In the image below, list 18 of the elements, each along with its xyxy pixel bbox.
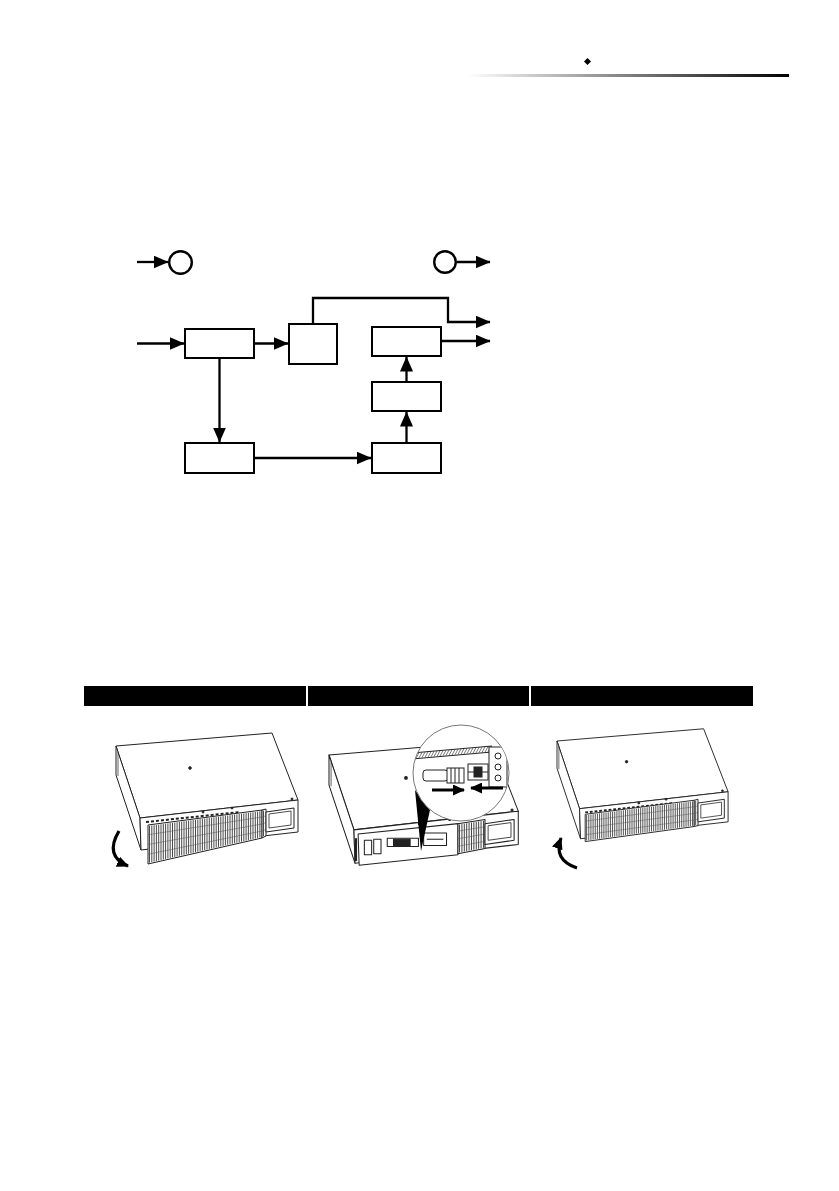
arrow (442, 334, 491, 348)
circle-symbol (433, 250, 457, 274)
process-box (371, 326, 442, 357)
arrow (400, 411, 413, 442)
process-box (371, 442, 442, 474)
process-box (184, 442, 255, 474)
process-box (288, 323, 338, 365)
arrow (137, 255, 169, 269)
process-box (184, 328, 255, 359)
arrow (311, 296, 491, 329)
process-box (371, 381, 442, 412)
arrow (400, 356, 413, 381)
arrow (457, 255, 491, 269)
arrow (137, 337, 185, 350)
arrow (255, 451, 372, 465)
arrow (255, 337, 289, 350)
circle-symbol (168, 249, 193, 275)
arrow (213, 359, 226, 443)
